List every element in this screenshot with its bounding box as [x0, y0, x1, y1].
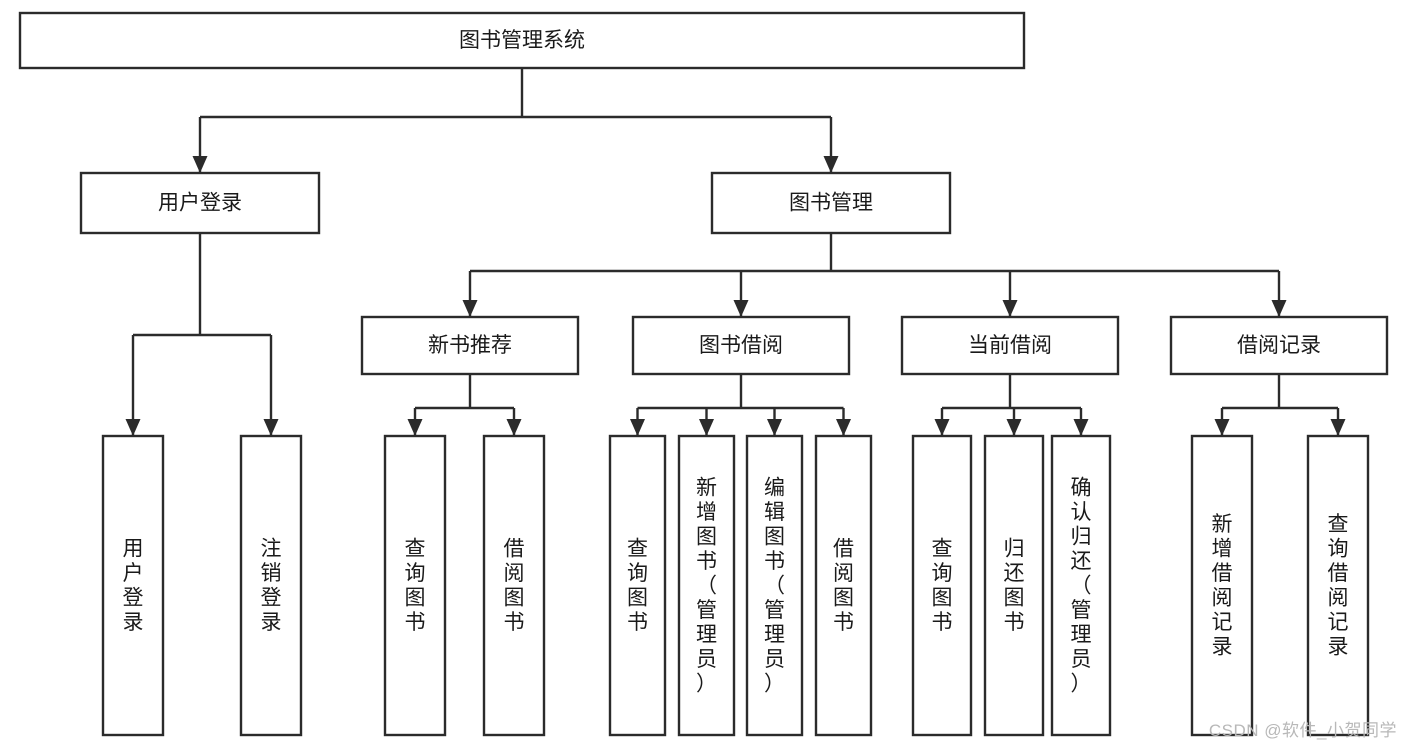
node-leaf-logout[interactable]: 注销登录 — [239, 434, 303, 737]
node-root[interactable]: 图书管理系统 — [18, 11, 1026, 70]
conn-root-to-level2-arrow-1 — [823, 156, 839, 173]
node-new-book-recommend[interactable]: 新书推荐 — [360, 315, 580, 376]
node-label-leaf-user-login: 用户登录 — [123, 538, 144, 635]
node-book-management[interactable]: 图书管理 — [710, 171, 952, 235]
node-label-leaf-add-book-admin: 新增图书（管理员） — [696, 476, 717, 695]
node-leaf-return-book[interactable]: 归还图书 — [983, 434, 1045, 737]
conn-recommend-to-leaves-arrow-1 — [506, 419, 522, 436]
conn-user-login-to-leaves-arrow-1 — [263, 419, 279, 436]
conn-root-to-level2-arrow-0 — [192, 156, 208, 173]
node-label-leaf-confirm-return-admin: 确认归还（管理员） — [1071, 476, 1092, 695]
conn-bookmgmt-to-level3-arrow-3 — [1271, 300, 1287, 317]
node-user-login[interactable]: 用户登录 — [79, 171, 321, 235]
conn-recommend-to-leaves-arrow-0 — [407, 419, 423, 436]
node-box-leaf-query-book-current[interactable] — [911, 434, 973, 737]
node-box-borrow-records[interactable] — [1169, 315, 1389, 376]
node-layer: 图书管理系统用户登录图书管理新书推荐图书借阅当前借阅借阅记录用户登录注销登录查询… — [18, 11, 1389, 737]
node-label-user-login: 用户登录 — [158, 192, 242, 215]
node-label-current-borrow: 当前借阅 — [968, 334, 1052, 357]
node-label-borrow-records: 借阅记录 — [1237, 334, 1321, 357]
node-book-borrow[interactable]: 图书借阅 — [631, 315, 851, 376]
node-box-leaf-query-book-recommend[interactable] — [383, 434, 447, 737]
node-label-root: 图书管理系统 — [459, 29, 585, 52]
node-label-leaf-edit-book-admin: 编辑图书（管理员） — [764, 476, 785, 695]
node-box-book-borrow[interactable] — [631, 315, 851, 376]
conn-borrow-to-leaves-arrow-0 — [630, 419, 645, 436]
node-leaf-query-book-borrow[interactable]: 查询图书 — [608, 434, 667, 737]
node-label-leaf-logout: 注销登录 — [261, 538, 282, 635]
conn-bookmgmt-to-level3-arrow-0 — [462, 300, 478, 317]
conn-user-login-to-leaves-arrow-0 — [125, 419, 141, 436]
node-label-leaf-add-borrow-record: 新增借阅记录 — [1212, 513, 1233, 659]
conn-records-to-leaves-arrow-1 — [1330, 419, 1346, 436]
node-leaf-add-book-admin[interactable]: 新增图书（管理员） — [677, 434, 736, 737]
node-label-leaf-query-book-borrow: 查询图书 — [627, 538, 648, 635]
node-leaf-query-book-recommend[interactable]: 查询图书 — [383, 434, 447, 737]
node-leaf-add-borrow-record[interactable]: 新增借阅记录 — [1190, 434, 1254, 737]
node-box-leaf-confirm-return-admin[interactable] — [1050, 434, 1112, 737]
node-label-leaf-query-borrow-record: 查询借阅记录 — [1328, 513, 1349, 659]
node-leaf-confirm-return-admin[interactable]: 确认归还（管理员） — [1050, 434, 1112, 737]
node-label-book-management: 图书管理 — [789, 192, 873, 215]
node-label-new-book-recommend: 新书推荐 — [428, 334, 512, 357]
node-leaf-query-borrow-record[interactable]: 查询借阅记录 — [1306, 434, 1370, 737]
node-leaf-query-book-current[interactable]: 查询图书 — [911, 434, 973, 737]
node-label-leaf-query-book-recommend: 查询图书 — [405, 538, 426, 635]
node-box-current-borrow[interactable] — [900, 315, 1120, 376]
node-label-book-borrow: 图书借阅 — [699, 334, 783, 357]
node-box-leaf-borrow-book-recommend[interactable] — [482, 434, 546, 737]
conn-borrow-to-leaves-arrow-1 — [699, 419, 714, 436]
node-box-new-book-recommend[interactable] — [360, 315, 580, 376]
node-box-user-login[interactable] — [79, 171, 321, 235]
node-label-leaf-query-book-current: 查询图书 — [932, 538, 953, 635]
conn-current-to-leaves-arrow-2 — [1073, 419, 1089, 436]
node-box-leaf-logout[interactable] — [239, 434, 303, 737]
conn-bookmgmt-to-level3-arrow-1 — [733, 300, 749, 317]
connector-layer — [125, 68, 1346, 436]
conn-current-to-leaves-arrow-0 — [934, 419, 950, 436]
node-box-leaf-add-borrow-record[interactable] — [1190, 434, 1254, 737]
node-box-leaf-user-login[interactable] — [101, 434, 165, 737]
node-label-leaf-borrow-book: 借阅图书 — [833, 538, 854, 635]
node-leaf-borrow-book[interactable]: 借阅图书 — [814, 434, 873, 737]
node-label-leaf-return-book: 归还图书 — [1004, 538, 1025, 635]
node-leaf-borrow-book-recommend[interactable]: 借阅图书 — [482, 434, 546, 737]
node-box-leaf-query-borrow-record[interactable] — [1306, 434, 1370, 737]
conn-borrow-to-leaves-arrow-3 — [836, 419, 851, 436]
conn-borrow-to-leaves-arrow-2 — [767, 419, 782, 436]
node-leaf-edit-book-admin[interactable]: 编辑图书（管理员） — [745, 434, 804, 737]
node-box-leaf-add-book-admin[interactable] — [677, 434, 736, 737]
node-borrow-records[interactable]: 借阅记录 — [1169, 315, 1389, 376]
node-box-leaf-query-book-borrow[interactable] — [608, 434, 667, 737]
node-box-root[interactable] — [18, 11, 1026, 70]
node-box-book-management[interactable] — [710, 171, 952, 235]
conn-records-to-leaves-arrow-0 — [1214, 419, 1230, 436]
node-box-leaf-edit-book-admin[interactable] — [745, 434, 804, 737]
node-current-borrow[interactable]: 当前借阅 — [900, 315, 1120, 376]
conn-bookmgmt-to-level3-arrow-2 — [1002, 300, 1018, 317]
node-box-leaf-borrow-book[interactable] — [814, 434, 873, 737]
node-box-leaf-return-book[interactable] — [983, 434, 1045, 737]
node-label-leaf-borrow-book-recommend: 借阅图书 — [504, 538, 525, 635]
conn-current-to-leaves-arrow-1 — [1006, 419, 1022, 436]
node-leaf-user-login[interactable]: 用户登录 — [101, 434, 165, 737]
